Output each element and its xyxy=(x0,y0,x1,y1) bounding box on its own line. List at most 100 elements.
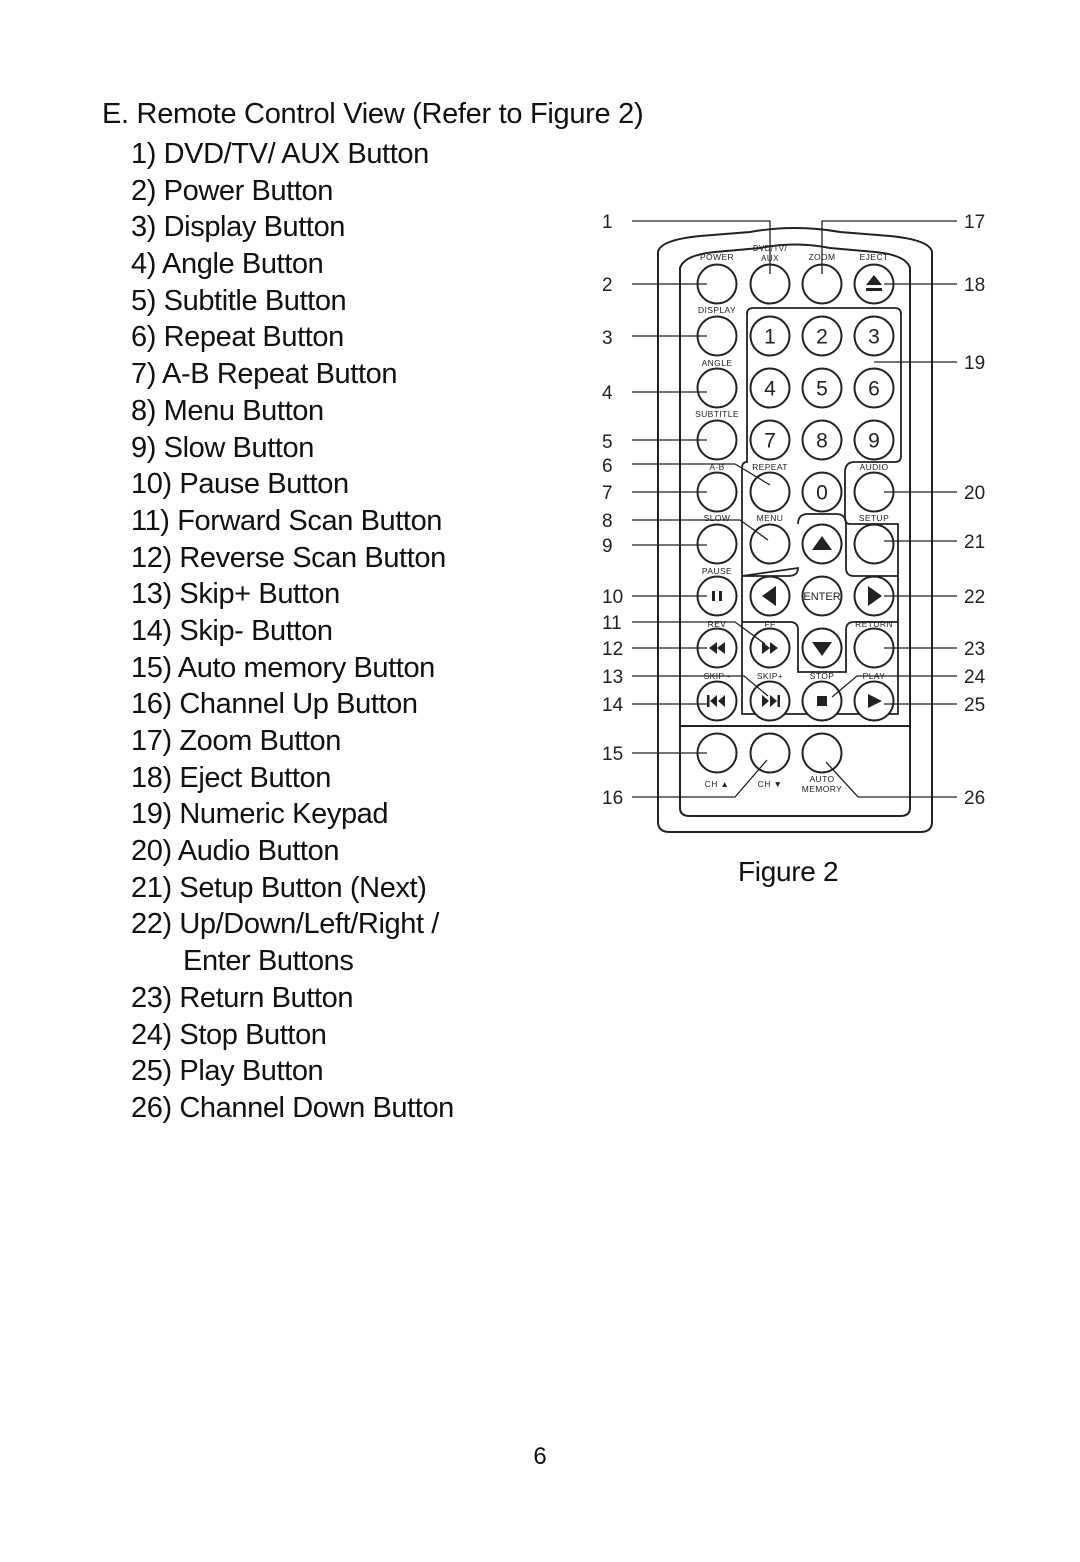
menu-label: MENU xyxy=(757,513,784,523)
skip-forward-icon xyxy=(777,695,780,707)
callout-lines xyxy=(632,220,957,798)
list-item: 23) Return Button xyxy=(131,981,354,1014)
list-item: 5) Subtitle Button xyxy=(131,284,347,317)
slow-button xyxy=(696,523,738,565)
ff-label: FF xyxy=(764,619,775,629)
audio-label: AUDIO xyxy=(860,462,889,472)
rewind-icon xyxy=(709,642,717,654)
callout-number-25: 25 xyxy=(964,695,985,716)
list-item: 17) Zoom Button xyxy=(131,725,341,757)
rewind-icon xyxy=(717,642,725,654)
callout-number-10: 10 xyxy=(602,587,623,608)
callout-line xyxy=(821,220,957,274)
callout-number-20: 20 xyxy=(964,483,985,504)
list-item: 9) Slow Button xyxy=(131,431,314,464)
list-item: 22) Up/Down/Left/Right / xyxy=(131,908,439,941)
pause-icon xyxy=(712,591,715,601)
page-number: 6 xyxy=(533,1443,547,1470)
angle-label: ANGLE xyxy=(702,358,733,368)
keypad-digit: 5 xyxy=(816,378,828,401)
enter-button xyxy=(801,575,843,617)
left-arrow-icon xyxy=(762,586,776,606)
keypad-button xyxy=(801,471,843,513)
figure-caption: Figure 2 xyxy=(738,856,839,887)
list-item: 3) Display Button xyxy=(131,211,346,244)
callout-number-15: 15 xyxy=(602,744,623,765)
list-item: 6) Repeat Button xyxy=(131,321,344,354)
repeat-button xyxy=(749,471,791,513)
list-item: 7) A-B Repeat Button xyxy=(131,358,398,391)
list-item: 14) Skip- Button xyxy=(131,614,333,647)
list-item: 21) Setup Button (Next) xyxy=(131,871,427,904)
callout-number-6: 6 xyxy=(602,456,613,477)
callout-line xyxy=(632,220,771,274)
skip-forward-icon xyxy=(770,695,777,707)
play-icon xyxy=(868,694,882,708)
auto-memory-label: AUTO xyxy=(809,774,834,784)
list-item: 19) Numeric Keypad xyxy=(131,798,389,831)
eject-icon xyxy=(866,275,882,285)
callout-number-14: 14 xyxy=(602,695,624,716)
keypad-button xyxy=(853,419,895,461)
list-item: 4) Angle Button xyxy=(131,248,324,281)
callout-number-5: 5 xyxy=(602,432,613,453)
callout-number-19: 19 xyxy=(964,353,985,374)
keypad-digit: 9 xyxy=(868,430,880,453)
callout-line xyxy=(632,463,771,486)
keypad-digit: 7 xyxy=(764,430,776,453)
list-item: 16) Channel Up Button xyxy=(131,688,418,721)
callout-line xyxy=(632,519,769,541)
list-item: 25) Play Button xyxy=(131,1055,324,1088)
angle-button xyxy=(696,367,738,409)
power-label: POWER xyxy=(700,252,734,262)
callout-number-16: 16 xyxy=(602,788,623,809)
eject-label: EJECT xyxy=(860,252,889,262)
list-item: 18) Eject Button xyxy=(131,761,331,794)
list-item: 12) Reverse Scan Button xyxy=(131,541,446,574)
callout-number-18: 18 xyxy=(964,275,985,296)
callout-number-12: 12 xyxy=(602,639,623,660)
list-item: 24) Stop Button xyxy=(131,1018,327,1051)
repeat-label: REPEAT xyxy=(752,462,788,472)
setup-button xyxy=(853,523,895,565)
keypad-button xyxy=(801,419,843,461)
right-arrow-icon xyxy=(868,586,882,606)
skip-back-icon xyxy=(710,695,717,707)
callout-number-7: 7 xyxy=(602,483,613,504)
channel-up-label: CH ▲ xyxy=(705,779,730,789)
keypad-button xyxy=(853,315,895,357)
display-label: DISPLAY xyxy=(698,305,736,315)
skip-back-icon xyxy=(707,695,710,707)
keypad-button xyxy=(801,367,843,409)
ab-label: A-B xyxy=(709,462,724,472)
channel-down-label: CH ▼ xyxy=(758,779,783,789)
section-heading: E. Remote Control View (Refer to Figure … xyxy=(102,98,644,130)
callout-number-17: 17 xyxy=(964,212,985,233)
keypad-button xyxy=(749,315,791,357)
menu-button xyxy=(749,523,791,565)
list-item: 15) Auto memory Button xyxy=(131,651,435,684)
callout-line xyxy=(632,759,768,798)
callout-labels: 1234567891011121314151617181920212223242… xyxy=(602,212,986,809)
eject-icon xyxy=(866,288,882,291)
keypad-digit: 6 xyxy=(868,378,880,401)
keypad-button xyxy=(749,367,791,409)
callout-number-23: 23 xyxy=(964,639,985,660)
callout-line xyxy=(831,675,957,698)
channel-down-button xyxy=(749,732,791,774)
fast-forward-icon xyxy=(762,642,770,654)
keypad-digit: 2 xyxy=(816,326,828,349)
button-list: 1) DVD/TV/ AUX Button 2) Power Button 3)… xyxy=(131,136,454,1127)
callout-number-1: 1 xyxy=(602,212,613,233)
remote-body xyxy=(657,227,933,833)
subtitle-label: SUBTITLE xyxy=(695,409,739,419)
auto-memory-label: MEMORY xyxy=(802,784,843,794)
setup-label: SETUP xyxy=(859,513,889,523)
keypad-digit: 1 xyxy=(764,326,776,349)
fast-forward-icon xyxy=(770,642,778,654)
pause-icon xyxy=(719,591,722,601)
enter-label: ENTER xyxy=(803,591,840,603)
callout-number-21: 21 xyxy=(964,532,985,553)
